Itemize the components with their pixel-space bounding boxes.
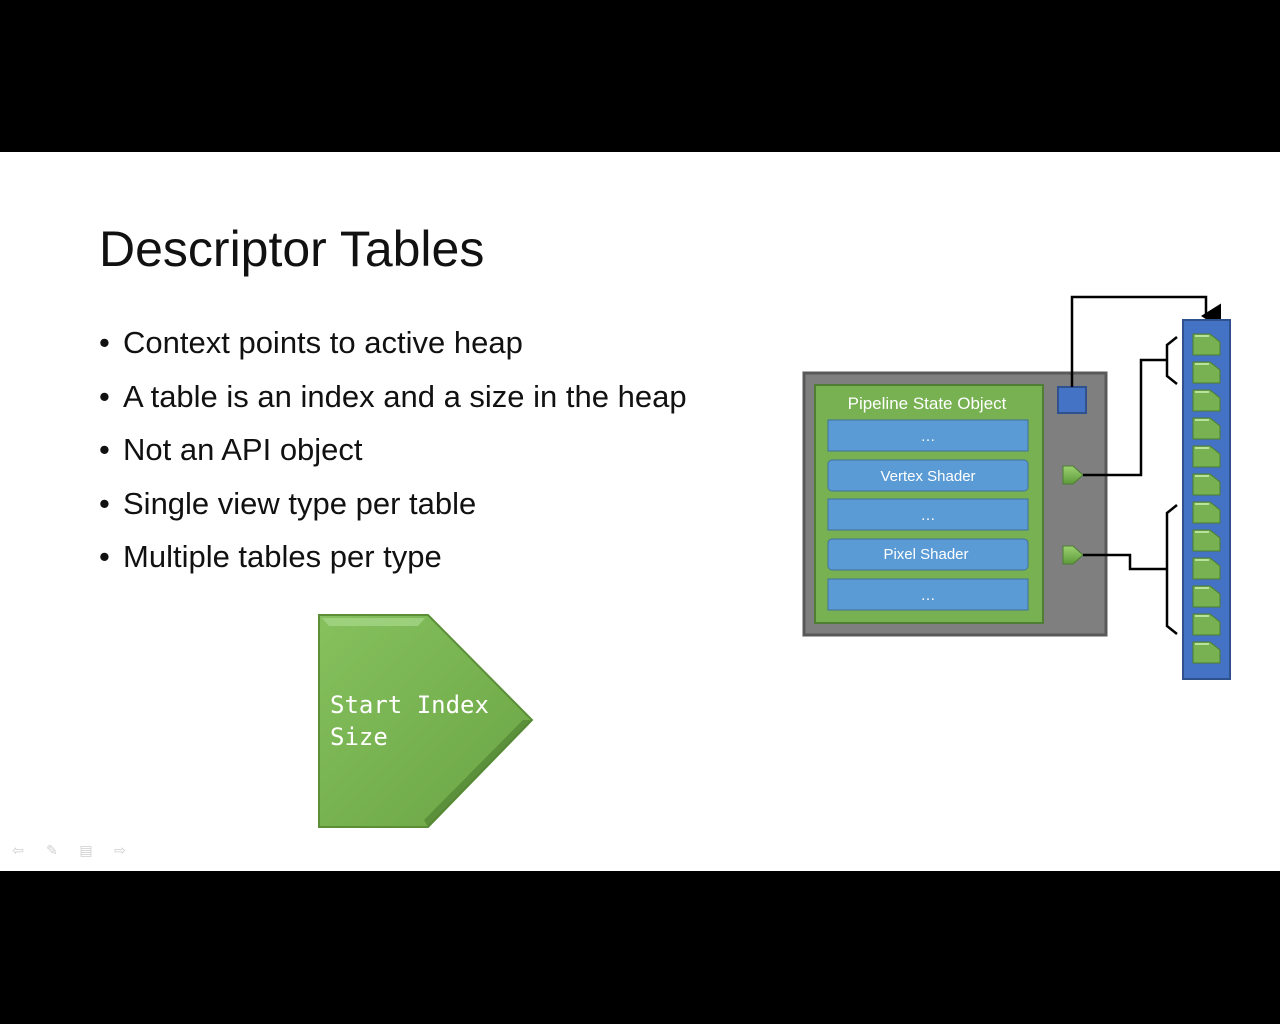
- slideshow-nav: ⇦ ✎ ▤ ⇨: [8, 843, 130, 859]
- heap-descriptor: [1192, 613, 1221, 636]
- heap-descriptor: [1192, 333, 1221, 356]
- heap-descriptor: [1192, 417, 1221, 440]
- slide: Descriptor Tables Context points to acti…: [0, 152, 1280, 871]
- heap-pointer-square: [1057, 386, 1087, 414]
- pso-slot-ellipsis: …: [921, 428, 936, 445]
- vertex-table-marker: [1062, 465, 1084, 485]
- descriptor-heap: [1182, 319, 1231, 680]
- bullet-list: Context points to active heap A table is…: [99, 322, 687, 590]
- heap-descriptor: [1192, 557, 1221, 580]
- pso-frame: Pipeline State Object … Vertex Shader … …: [802, 371, 1108, 637]
- slide-title: Descriptor Tables: [99, 221, 485, 277]
- letterbox-top: [0, 0, 1280, 152]
- letterbox-bottom: [0, 871, 1280, 1024]
- next-icon[interactable]: ⇨: [114, 843, 126, 859]
- pen-icon[interactable]: ✎: [46, 843, 58, 859]
- pso-slot-pixel-shader: Pixel Shader: [883, 546, 968, 563]
- connectors: [1070, 295, 1221, 635]
- heap-descriptor: [1192, 473, 1221, 496]
- bullet-item: Context points to active heap: [99, 322, 687, 376]
- pso-title: Pipeline State Object: [848, 394, 1007, 413]
- pixel-table-marker: [1062, 545, 1084, 565]
- heap-descriptor: [1192, 585, 1221, 608]
- pixel-table-connector: [1083, 553, 1167, 571]
- bullet-item: A table is an index and a size in the he…: [99, 376, 687, 430]
- heap-descriptor: [1192, 501, 1221, 524]
- pixel-range-brace: [1165, 504, 1178, 635]
- prev-icon[interactable]: ⇦: [12, 843, 24, 859]
- pso-slot-vertex-shader: Vertex Shader: [880, 468, 975, 485]
- heap-descriptor: [1192, 445, 1221, 468]
- heap-descriptor: [1192, 389, 1221, 412]
- menu-icon[interactable]: ▤: [79, 843, 93, 859]
- pso-slot-ellipsis: …: [921, 587, 936, 604]
- vertex-table-connector: [1083, 358, 1167, 477]
- table-size-label: Size: [330, 723, 388, 751]
- heap-descriptor: [1192, 641, 1221, 664]
- diagram: Start Index Size Pipeline State Object ……: [318, 295, 1231, 828]
- bullet-item: Single view type per table: [99, 483, 687, 537]
- table-start-index-label: Start Index: [330, 691, 489, 719]
- heap-descriptor: [1192, 361, 1221, 384]
- pso-slot-ellipsis: …: [921, 507, 936, 524]
- vertex-range-brace: [1165, 336, 1178, 385]
- heap-descriptor: [1192, 529, 1221, 552]
- heap-pointer-connector: [1070, 295, 1221, 387]
- bullet-item: Multiple tables per type: [99, 536, 687, 590]
- descriptor-table-shape: Start Index Size: [318, 614, 534, 828]
- bullet-item: Not an API object: [99, 429, 687, 483]
